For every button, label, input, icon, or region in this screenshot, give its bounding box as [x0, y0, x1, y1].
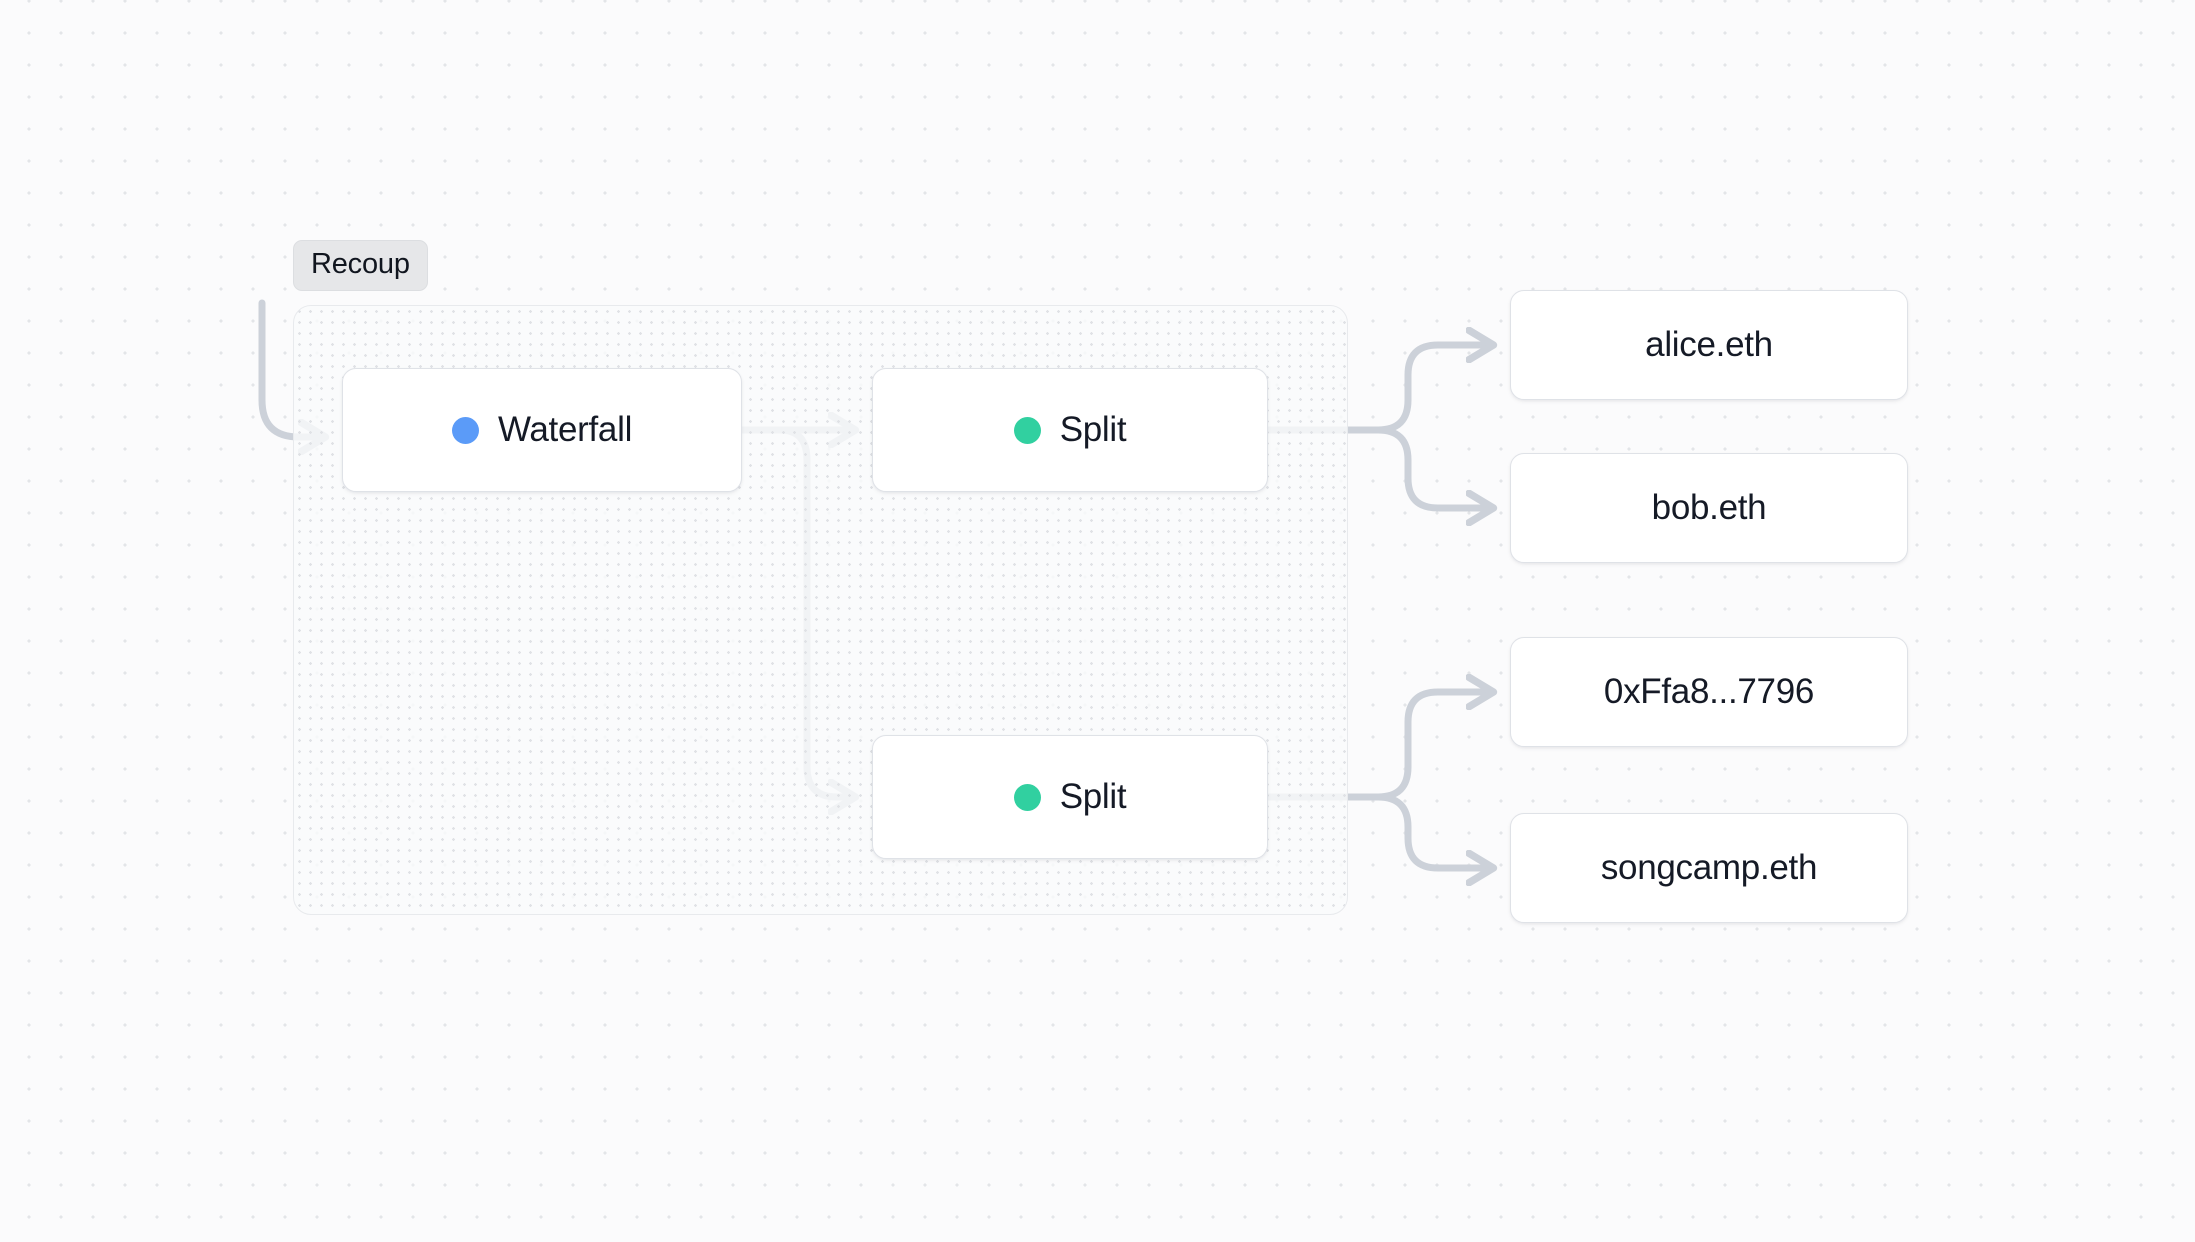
- waterfall-status-dot: [451, 416, 479, 444]
- recipient-card-bob[interactable]: bob.eth: [1510, 453, 1908, 563]
- node-waterfall-content: Waterfall: [451, 410, 633, 450]
- node-split-bottom-content: Split: [1013, 777, 1127, 817]
- recipient-label: 0xFfa8...7796: [1603, 672, 1815, 711]
- split-status-dot: [1013, 783, 1041, 811]
- node-waterfall[interactable]: Waterfall: [342, 368, 742, 492]
- recipient-label: alice.eth: [1645, 325, 1773, 364]
- node-split-top-label: Split: [1059, 410, 1127, 449]
- node-split-top-content: Split: [1013, 410, 1127, 450]
- node-split-bottom-label: Split: [1059, 777, 1127, 816]
- node-split-top[interactable]: Split: [872, 368, 1268, 492]
- node-waterfall-label: Waterfall: [497, 410, 633, 449]
- recipient-card-address[interactable]: 0xFfa8...7796: [1510, 637, 1908, 747]
- split-status-dot: [1013, 416, 1041, 444]
- recipient-label: bob.eth: [1651, 488, 1767, 527]
- recoup-group-label[interactable]: Recoup: [293, 240, 428, 291]
- node-split-bottom[interactable]: Split: [872, 735, 1268, 859]
- recipient-card-alice[interactable]: alice.eth: [1510, 290, 1908, 400]
- recipient-label: songcamp.eth: [1600, 848, 1818, 887]
- recipient-card-songcamp[interactable]: songcamp.eth: [1510, 813, 1908, 923]
